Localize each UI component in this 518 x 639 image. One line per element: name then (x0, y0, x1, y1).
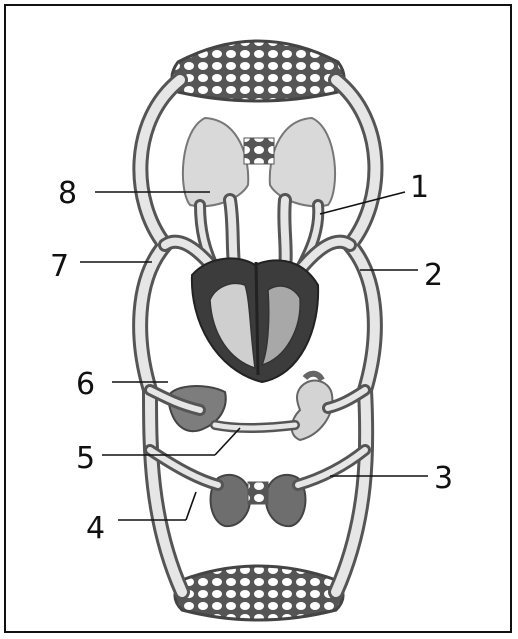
kidney-icon (211, 475, 306, 526)
label-8: 8 (58, 176, 77, 211)
lungs-icon (183, 118, 335, 206)
label-4: 4 (86, 511, 105, 546)
upper-capillary-net (172, 41, 344, 101)
label-1: 1 (410, 170, 429, 205)
label-5: 5 (76, 441, 95, 476)
label-7: 7 (50, 249, 69, 284)
heart-icon (192, 258, 318, 382)
label-3: 3 (434, 461, 453, 496)
label-2: 2 (424, 258, 443, 293)
label-6: 6 (76, 367, 95, 402)
lower-capillary-net (175, 566, 343, 620)
